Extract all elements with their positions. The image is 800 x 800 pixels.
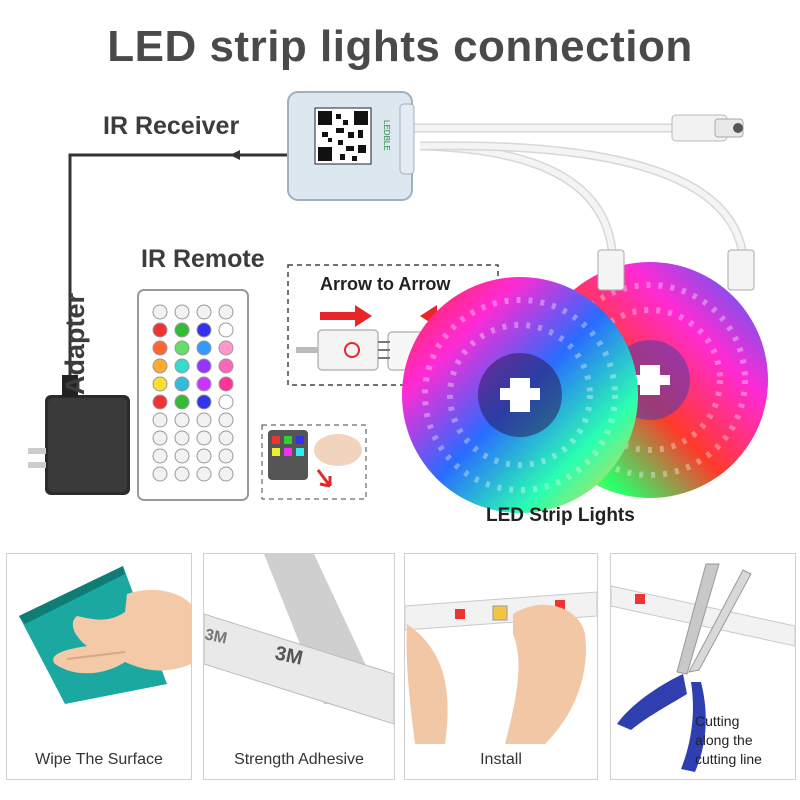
remote-button	[174, 448, 190, 464]
remote-button	[152, 430, 168, 446]
remote-button	[174, 430, 190, 446]
remote-button	[218, 430, 234, 446]
remote-button	[218, 394, 234, 410]
step-strength-adhesive: 3M 3M Strength Adhesive	[203, 553, 395, 780]
step-caption: Strength Adhesive	[234, 751, 364, 768]
remote-button	[152, 322, 168, 338]
adhesive-illustration: 3M 3M	[204, 554, 394, 725]
step-caption: Install	[480, 751, 522, 768]
adapter-label: Adapter	[60, 292, 90, 395]
remote-button	[174, 412, 190, 428]
remote-button	[196, 448, 212, 464]
remote-button	[218, 412, 234, 428]
remote-button	[174, 340, 190, 356]
remote-button	[152, 466, 168, 482]
page-title: LED strip lights connection	[107, 22, 693, 71]
svg-text:LEDBLE: LEDBLE	[382, 120, 391, 151]
ir-receiver-label: IR Receiver	[103, 112, 240, 140]
remote-button	[196, 430, 212, 446]
ir-remote-label: IR Remote	[141, 245, 265, 273]
remote-button	[152, 376, 168, 392]
wipe-illustration	[19, 566, 191, 704]
remote-button	[196, 466, 212, 482]
led-spool-front	[402, 277, 638, 513]
step-caption: Cutting along the cutting line	[695, 713, 762, 767]
connection-diagram: LEDBLE	[28, 91, 768, 513]
ir-receiver-box: LEDBLE	[287, 91, 415, 201]
remote-button	[218, 448, 234, 464]
remote-button	[174, 322, 190, 338]
step-wipe-surface: Wipe The Surface	[6, 553, 192, 780]
remote-button	[152, 448, 168, 464]
remote-button	[218, 376, 234, 392]
remote-button	[218, 322, 234, 338]
remote-button	[174, 304, 190, 320]
led-strip-lights-label: LED Strip Lights	[486, 505, 635, 526]
remote-button	[174, 466, 190, 482]
remote-button	[196, 376, 212, 392]
adapter-plug	[28, 375, 130, 495]
remote-button	[152, 358, 168, 374]
arrow-to-arrow-label: Arrow to Arrow	[320, 274, 451, 294]
remote-button	[174, 394, 190, 410]
remote-button	[218, 304, 234, 320]
remote-press-inset	[261, 424, 367, 500]
step-install: Install	[404, 553, 598, 780]
remote-button	[152, 412, 168, 428]
remote-button	[218, 340, 234, 356]
remote-button	[152, 394, 168, 410]
remote-button	[152, 340, 168, 356]
remote-button	[218, 466, 234, 482]
remote-button	[196, 412, 212, 428]
cutting-illustration	[611, 563, 795, 772]
ir-remote	[137, 289, 249, 501]
remote-button	[218, 358, 234, 374]
step-cutting: Cutting along the cutting line	[610, 553, 796, 780]
remote-button	[196, 340, 212, 356]
install-illustration	[405, 591, 597, 744]
remote-button	[152, 304, 168, 320]
remote-button	[196, 394, 212, 410]
remote-button	[196, 304, 212, 320]
remote-button	[196, 358, 212, 374]
remote-button	[196, 322, 212, 338]
remote-button	[174, 376, 190, 392]
step-caption: Wipe The Surface	[35, 751, 163, 768]
svg-text:3M: 3M	[204, 626, 228, 647]
remote-button	[174, 358, 190, 374]
